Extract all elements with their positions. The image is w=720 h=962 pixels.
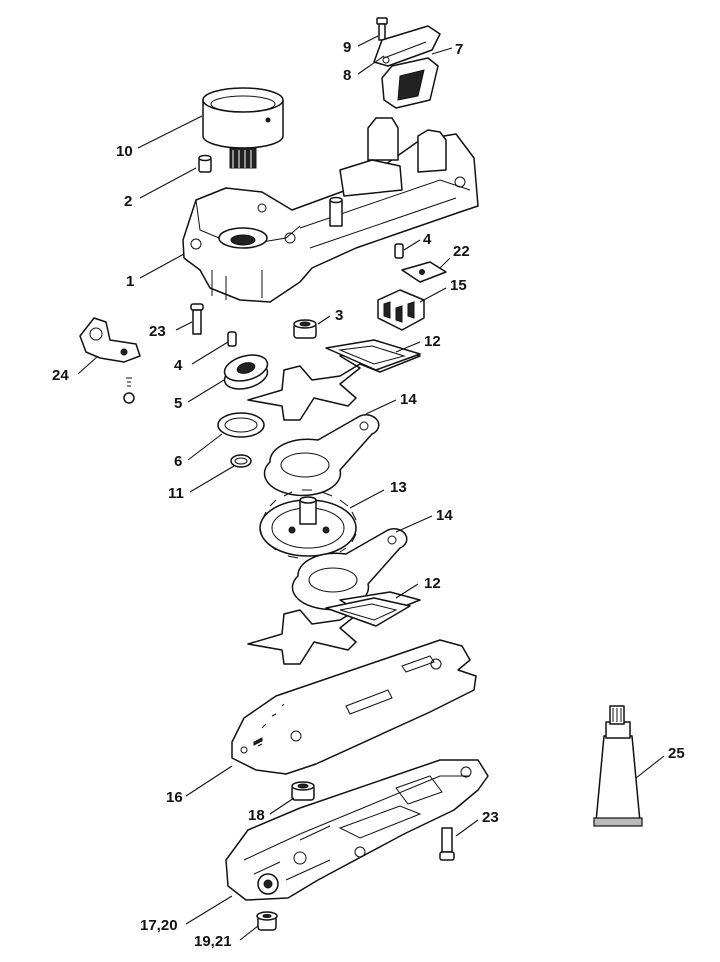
callout-18: 18 <box>248 807 265 824</box>
part-9-screw <box>376 17 388 41</box>
callout-14-upper: 14 <box>400 391 417 408</box>
part-5-ball-bearing <box>223 354 269 390</box>
part-23-screw-lower <box>439 827 455 861</box>
callout-4-upper: 4 <box>423 231 432 248</box>
part-3-needle-bearing <box>293 319 317 339</box>
part-11-snap-ring <box>230 454 252 468</box>
callout-1: 1 <box>126 273 134 290</box>
callout-15: 15 <box>450 277 467 294</box>
part-18-bearing <box>291 781 315 801</box>
callout-24: 24 <box>52 367 69 384</box>
part-23-screw-upper <box>190 303 204 335</box>
callout-12-upper: 12 <box>424 333 441 350</box>
leader-lines <box>77 35 665 941</box>
part-4-pin-upper <box>394 243 404 259</box>
part-14-lever-lower <box>291 528 408 611</box>
callout-6: 6 <box>174 453 182 470</box>
callout-14-lower: 14 <box>436 507 453 524</box>
part-8-clamp-plate <box>373 25 441 67</box>
part-15-connector <box>377 289 425 331</box>
callout-3: 3 <box>335 307 343 324</box>
part-2-bushing <box>198 154 212 173</box>
callout-23-upper: 23 <box>149 323 166 340</box>
callout-22: 22 <box>453 243 470 260</box>
callout-4-lower: 4 <box>174 357 183 374</box>
callout-23-lower: 23 <box>482 809 499 826</box>
part-19-21-plug <box>256 911 278 931</box>
part-14-lever-upper <box>263 414 380 497</box>
callout-19-21: 19,21 <box>194 933 232 950</box>
part-22-plate <box>401 261 447 283</box>
part-10-cup <box>202 87 284 169</box>
callout-7: 7 <box>455 41 463 58</box>
part-16-gasket <box>231 639 477 775</box>
callout-5: 5 <box>174 395 182 412</box>
part-24-bracket <box>79 317 141 404</box>
part-1-gear-housing <box>182 117 479 303</box>
callout-17-20: 17,20 <box>140 917 178 934</box>
callout-13: 13 <box>390 479 407 496</box>
callout-10: 10 <box>116 143 133 160</box>
callout-8: 8 <box>343 67 351 84</box>
callout-labels: 9 8 7 10 2 1 4 22 15 23 3 24 4 12 5 14 6… <box>52 39 685 950</box>
callout-9: 9 <box>343 39 351 56</box>
part-4-pin-lower <box>227 331 237 347</box>
callout-12-lower: 12 <box>424 575 441 592</box>
part-6-retaining-ring <box>217 412 265 438</box>
part-25-grease-tube <box>593 705 643 827</box>
callout-2: 2 <box>124 193 132 210</box>
callout-16: 16 <box>166 789 183 806</box>
part-12-spacer-upper <box>247 339 421 421</box>
part-7-pad <box>381 57 439 109</box>
part-13-gear <box>259 489 357 559</box>
callout-25: 25 <box>668 745 685 762</box>
part-17-20-cover <box>225 759 489 901</box>
part-12-spacer-lower <box>247 591 421 665</box>
callout-11: 11 <box>168 485 184 502</box>
